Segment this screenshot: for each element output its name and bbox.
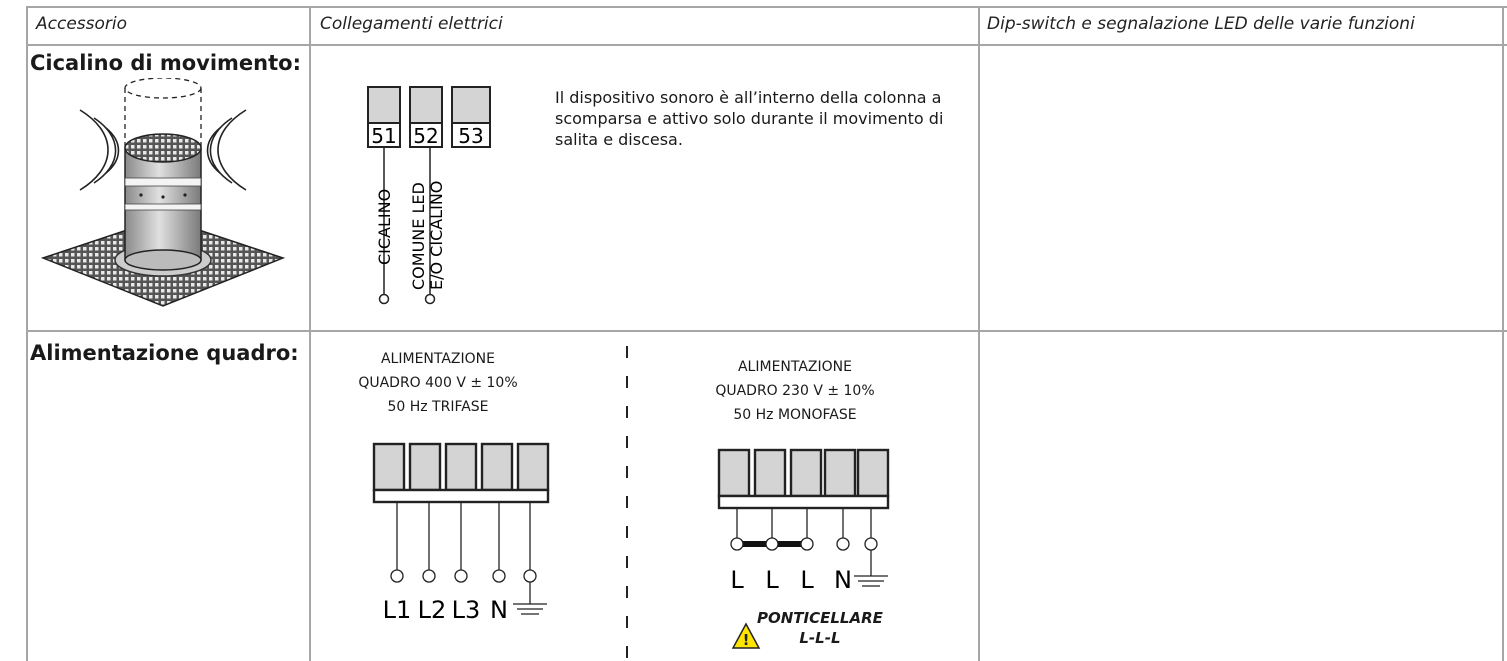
label-l-1: L xyxy=(730,566,744,594)
label-n-230v: N xyxy=(834,566,852,594)
header-dip-switch: Dip-switch e segnalazione LED delle vari… xyxy=(987,14,1415,34)
terminal-label-53: 53 xyxy=(458,124,483,148)
caption-230v-line-1: ALIMENTAZIONE xyxy=(737,359,852,375)
label-n-400v: N xyxy=(490,596,508,624)
ground-symbol xyxy=(513,582,547,615)
terminal-block-400v xyxy=(372,442,550,504)
terminal-52: 52 xyxy=(409,86,443,148)
terminal-label-51: 51 xyxy=(371,124,396,148)
caption-230v-line-3: 50 Hz MONOFASE xyxy=(733,407,857,423)
table-top-border xyxy=(26,6,1507,8)
column-divider-2 xyxy=(309,6,311,661)
wire-label-comune-led: COMUNE LED xyxy=(409,182,428,290)
label-l3: L3 xyxy=(452,596,481,624)
caption-230v: ALIMENTAZIONE QUADRO 230 V ± 10% 50 Hz M… xyxy=(705,355,885,427)
terminal-label-52: 52 xyxy=(413,124,438,148)
label-l2: L2 xyxy=(418,596,447,624)
caption-400v: ALIMENTAZIONE QUADRO 400 V ± 10% 50 Hz T… xyxy=(348,347,528,419)
label-l-3: L xyxy=(800,566,814,594)
header-accessorio: Accessorio xyxy=(36,14,128,34)
ground-symbol-230v xyxy=(854,550,888,587)
warning-text: PONTICELLARE L-L-L xyxy=(757,608,883,648)
wire-label-cicalino: CICALINO xyxy=(375,189,394,265)
column-divider-3 xyxy=(978,6,980,661)
caption-400v-line-1: ALIMENTAZIONE xyxy=(380,351,495,367)
header-collegamenti: Collegamenti elettrici xyxy=(320,14,503,34)
dashed-separator xyxy=(626,346,628,661)
wire-label-eo-cicalino: E/O CICALINO xyxy=(427,181,446,290)
three-phase-wiring-diagram: L1 L2 L3 N xyxy=(372,442,550,624)
cicalino-description: Il dispositivo sonoro è all’interno dell… xyxy=(555,88,944,149)
warning-line-1: PONTICELLARE xyxy=(757,609,883,627)
row-divider xyxy=(26,330,1507,332)
label-l1: L1 xyxy=(383,596,412,624)
row-title-cicalino: Cicalino di movimento: xyxy=(30,51,301,75)
table-right-border xyxy=(1502,6,1504,661)
single-phase-wiring-diagram: L L L N xyxy=(717,448,890,594)
terminal-block-230v xyxy=(717,448,890,510)
bollard-illustration xyxy=(40,78,286,307)
warning-line-2: L-L-L xyxy=(799,629,841,647)
terminal-53: 53 xyxy=(451,86,491,148)
terminal-51: 51 xyxy=(367,86,401,148)
header-divider xyxy=(26,44,1507,46)
caption-230v-line-2: QUADRO 230 V ± 10% xyxy=(715,383,875,399)
warning-icon: ! xyxy=(731,622,761,649)
svg-text:!: ! xyxy=(743,631,750,649)
label-l-2: L xyxy=(765,566,779,594)
caption-400v-line-3: 50 Hz TRIFASE xyxy=(387,399,489,415)
cicalino-wiring-diagram: 51 52 53 CICALINO COMUNE LED E/O CICALIN… xyxy=(367,86,491,305)
column-divider-1 xyxy=(26,6,28,661)
row-title-alimentazione: Alimentazione quadro: xyxy=(30,341,299,365)
caption-400v-line-2: QUADRO 400 V ± 10% xyxy=(358,375,518,391)
